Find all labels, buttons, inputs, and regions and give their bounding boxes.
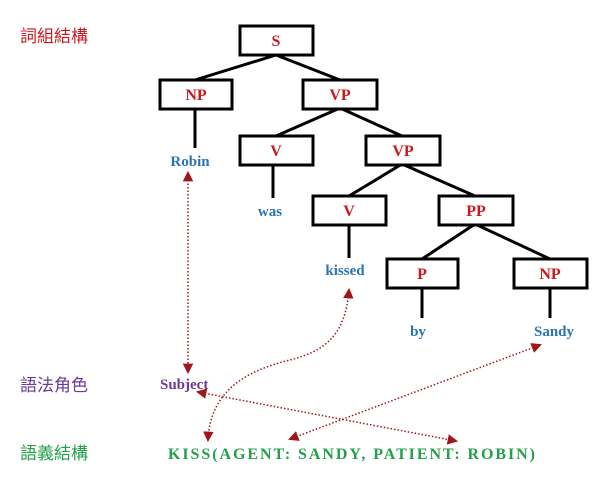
- node-np-object: NP: [512, 257, 589, 290]
- node-label: VP: [392, 143, 414, 160]
- node-pp: PP: [437, 194, 515, 227]
- row-label-grammatical-role: 語法角色: [20, 376, 88, 396]
- node-v-was: V: [238, 134, 315, 167]
- node-label: V: [270, 143, 282, 160]
- leaf-kissed: kissed: [325, 263, 365, 279]
- subject-label: Subject: [160, 377, 208, 393]
- node-label: NP: [185, 87, 207, 104]
- node-v-kissed: V: [311, 194, 388, 227]
- leaf-by: by: [410, 324, 426, 340]
- node-label: VP: [329, 87, 351, 104]
- node-vp: VP: [301, 78, 379, 111]
- leaf-was: was: [258, 204, 282, 220]
- node-label: V: [343, 203, 355, 220]
- node-vp-inner: VP: [364, 134, 442, 167]
- arrow-sandy-agent: [288, 343, 542, 441]
- node-label: S: [272, 33, 281, 50]
- leaf-robin: Robin: [170, 154, 210, 170]
- arrow-subject-patient: [195, 388, 459, 445]
- leaf-sandy: Sandy: [534, 324, 575, 340]
- node-label: NP: [539, 266, 561, 283]
- tree-edges: [193, 53, 552, 318]
- node-np-subject: NP: [158, 78, 234, 111]
- row-label-phrase-structure: 詞組結構: [20, 27, 88, 47]
- node-label: PP: [466, 203, 486, 220]
- arrow-kissed-kiss: [203, 287, 354, 443]
- node-label: P: [417, 266, 427, 283]
- semantic-formula: KISS(AGENT: SANDY, PATIENT: ROBIN): [168, 446, 535, 463]
- row-label-semantic-structure: 語義結構: [20, 444, 88, 464]
- node-p: P: [385, 257, 460, 290]
- node-s: S: [238, 24, 315, 57]
